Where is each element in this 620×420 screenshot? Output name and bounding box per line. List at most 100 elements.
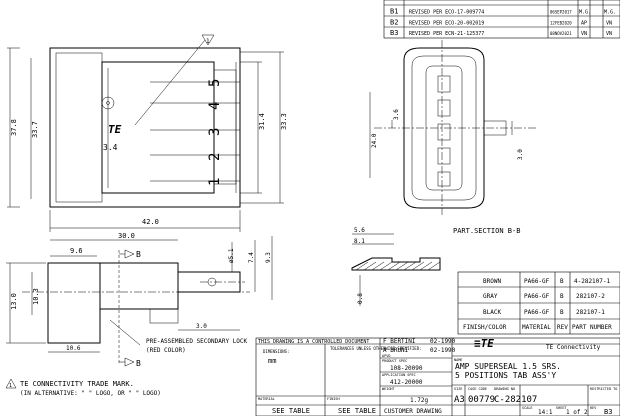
date-code-wheel	[101, 96, 115, 110]
dim-end-main: 24.0	[371, 133, 378, 148]
tolerances-label: TOLERANCES UNLESS OTHERWISE SPECIFIED:	[330, 346, 422, 351]
units-value: mm	[268, 357, 276, 365]
row-1-rev: B	[560, 278, 564, 285]
trademark-callout-number: 1	[9, 383, 12, 389]
dim-end-side: 3.0	[517, 149, 524, 160]
dim-side-inner-height: 10.3	[32, 288, 40, 305]
trademark-triangle	[5, 378, 17, 389]
name-label: NAME	[454, 358, 462, 362]
note-callout-number: 1	[206, 38, 210, 45]
brand-logo-mark: TE	[108, 123, 122, 136]
dim-inner-height: 31.4	[258, 113, 266, 130]
sheet-value: 1 of 2	[566, 409, 588, 416]
scale-label: SCALE	[522, 406, 533, 410]
dim-lock-offset: 9.6	[70, 247, 83, 255]
view-c-end: 24.0 3.6 3.0	[369, 40, 536, 215]
rev-value: B3	[604, 408, 612, 416]
customer-drawing: CUSTOMER DRAWING	[384, 408, 442, 415]
drawn-date: 02-1990	[430, 338, 456, 345]
dim-overall-length: 42.0	[142, 218, 159, 226]
rev-1-chk: M.G.	[604, 10, 616, 16]
title-line1: AMP SUPERSEAL 1.5 SRS.	[455, 362, 561, 371]
note-callout-triangle	[201, 34, 215, 46]
material-label: MATERIAL	[258, 397, 275, 401]
rev-3-date: 08NOV2021	[550, 31, 572, 36]
section-marker-top: B	[136, 250, 141, 259]
cage-label: CAGE CODE	[468, 387, 487, 391]
position-4-label: 4	[207, 102, 223, 110]
row-2-part: 282107-2	[576, 293, 605, 300]
rev-1-date: 06SEP2017	[550, 10, 572, 15]
application-spec: 412-20000	[390, 379, 423, 386]
material-value: SEE TABLE	[272, 407, 310, 415]
finish-value: SEE TABLE	[338, 407, 376, 415]
position-3-label: 3	[207, 128, 223, 136]
rev-3-chk: VN	[606, 31, 612, 37]
rev-1-code: B1	[390, 8, 398, 16]
restricted-label: RESTRICTED TO	[590, 387, 617, 391]
application-spec-label: APPLICATION SPEC	[382, 373, 416, 377]
cavity-2	[437, 147, 451, 165]
weight-label: WEIGHT	[382, 387, 396, 391]
rev-3-code: B3	[390, 29, 398, 37]
dim-end-top: 3.6	[393, 109, 400, 120]
revision-table: B1 REVISED PER ECO-17-009774 06SEP2017 M…	[383, 0, 620, 39]
company-name: TE Connectivity	[546, 344, 601, 351]
title-line2: 5 POSITIONS TAB ASS'Y	[455, 371, 556, 380]
header-material: MATERIAL	[522, 324, 551, 331]
header-color: FINISH/COLOR	[463, 324, 507, 331]
controlled-text: THIS DRAWING IS A CONTROLLED DOCUMENT	[258, 339, 369, 345]
rev-3-description: REVISED PER ECN-21-125377	[409, 31, 484, 37]
row-2-rev: B	[560, 293, 564, 300]
row-2-color: GRAY	[483, 293, 498, 300]
trademark-note: 1 TE CONNECTIVITY TRADE MARK. (IN ALTERN…	[5, 378, 161, 397]
cavity-1	[437, 171, 451, 187]
dim-small-b: 9.3	[265, 252, 272, 263]
cavity-5	[437, 75, 451, 93]
row-2-material: PA66-GF	[524, 293, 550, 300]
rev-2-code: B2	[390, 19, 398, 27]
drawn-name: F BERTINI	[383, 338, 416, 345]
row-3-color: BLACK	[483, 309, 501, 316]
dim-tab-width: 3.0	[196, 323, 207, 330]
section-view: PART.SECTION B-B 5.6 8.1 0.8	[351, 227, 520, 306]
dim-side-left-height: 13.0	[10, 293, 18, 310]
dim-right-height: 33.3	[280, 113, 288, 130]
dim-small-a: 7.4	[248, 252, 255, 263]
view-a-housing: 37.8 33.7 5 4 3 2 1 TE 3.4 1 31.4	[7, 34, 288, 232]
size-value: A3	[454, 395, 465, 405]
size-label: SIZE	[454, 387, 462, 391]
section-dim-height: 0.8	[357, 293, 364, 304]
checked-name: A BRUNI	[383, 347, 409, 354]
product-spec: 108-20090	[390, 365, 423, 372]
section-marker-bottom: B	[136, 359, 141, 368]
cavity-3	[437, 123, 451, 141]
weight-value: 1.72g	[410, 397, 428, 404]
product-spec-label: PRODUCT SPEC	[382, 359, 407, 363]
rev-label: REV	[590, 406, 597, 410]
trademark-line1: TE CONNECTIVITY TRADE MARK.	[20, 380, 134, 388]
trademark-line2: (IN ALTERNATIVE: " " LOGO, OR " " LOGO)	[20, 390, 161, 397]
row-1-material: PA66-GF	[524, 278, 550, 285]
header-part-number: PART NUMBER	[572, 324, 612, 331]
row-3-material: PA66-GF	[524, 309, 550, 316]
lock-note-line1: PRE-ASSEMBLED SECONDARY LOCK	[146, 338, 248, 345]
section-dim-radius: 8.1	[354, 238, 365, 245]
rev-2-by: AP	[581, 21, 587, 27]
rev-1-description: REVISED PER ECO-17-009774	[409, 10, 484, 16]
cage-code: 00779	[468, 395, 495, 405]
rev-2-date: 12FEB2020	[550, 21, 572, 26]
drawing-no-label: DRAWING NO	[494, 387, 515, 391]
dim-body-height: 33.7	[31, 121, 39, 138]
position-5-label: 5	[207, 79, 223, 87]
row-1-color: BROWN	[483, 278, 501, 285]
position-1-label: 1	[207, 178, 223, 186]
tab-label: 3.4	[103, 143, 118, 152]
lock-note-line2: (RED COLOR)	[146, 347, 186, 354]
row-3-rev: B	[560, 309, 564, 316]
header-rev: REV	[557, 324, 568, 331]
section-dim-width: 5.6	[354, 227, 365, 234]
drawing-no: C-282107	[494, 395, 537, 405]
